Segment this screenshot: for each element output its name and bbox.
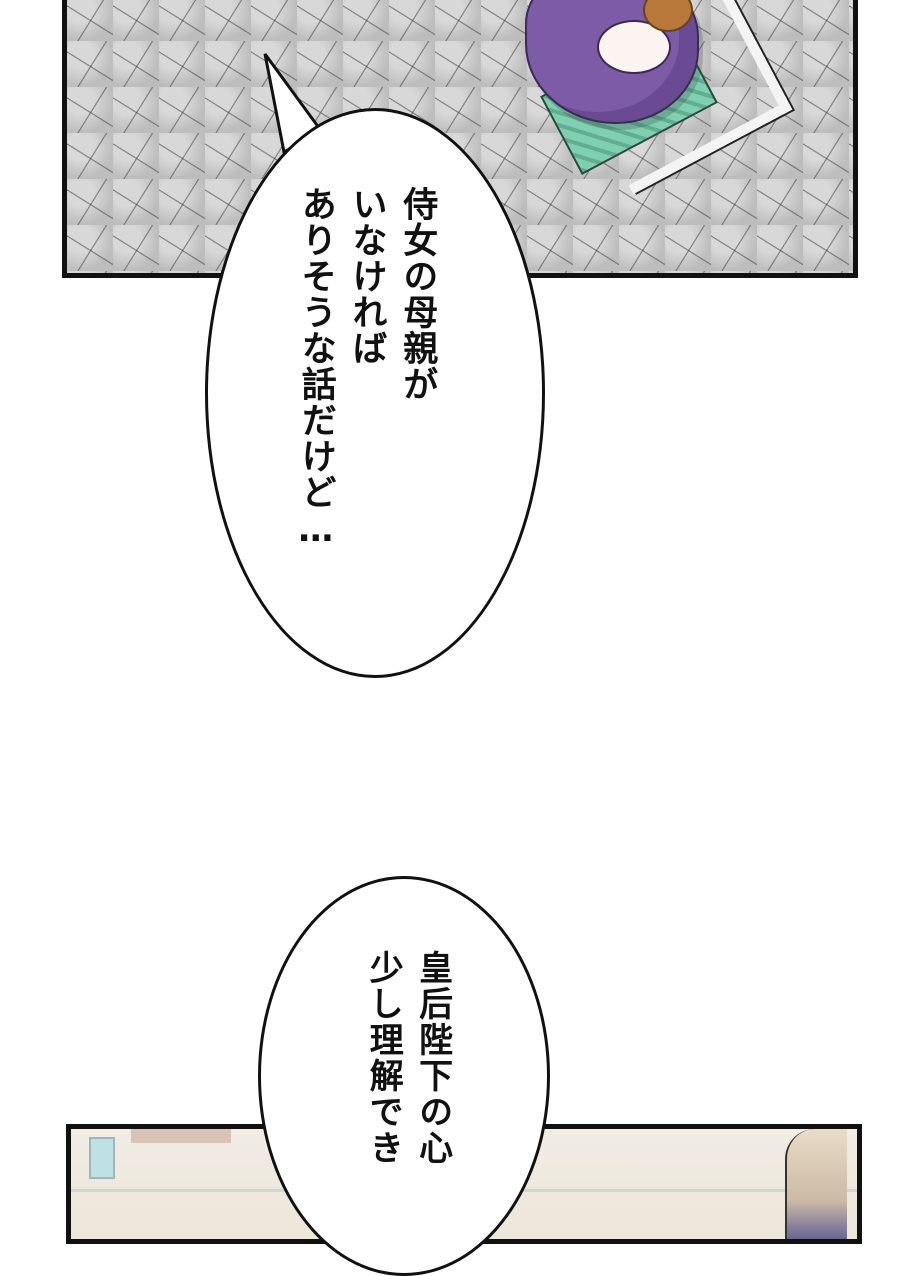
window <box>89 1137 115 1179</box>
bubble-2-line-1: 皇后陛下の心 <box>412 950 453 1166</box>
bubble-1-line-1: 侍女の母親が <box>397 186 438 402</box>
speech-bubble-2-text: 皇后陛下の心少し理解でき <box>358 950 457 1166</box>
speech-bubble-1 <box>205 108 545 678</box>
speech-bubble-1-text: 侍女の母親がいなければありそうな話だけど… <box>290 186 442 551</box>
partial-figure <box>785 1129 847 1239</box>
cloaked-figure <box>525 0 715 160</box>
wall-accent <box>131 1129 231 1143</box>
panel-courtyard <box>62 0 858 278</box>
bubble-1-line-2: いなければ <box>346 186 387 366</box>
bubble-1-line-3: ありそうな話だけど… <box>295 186 336 551</box>
bubble-2-line-2: 少し理解でき <box>363 950 404 1166</box>
